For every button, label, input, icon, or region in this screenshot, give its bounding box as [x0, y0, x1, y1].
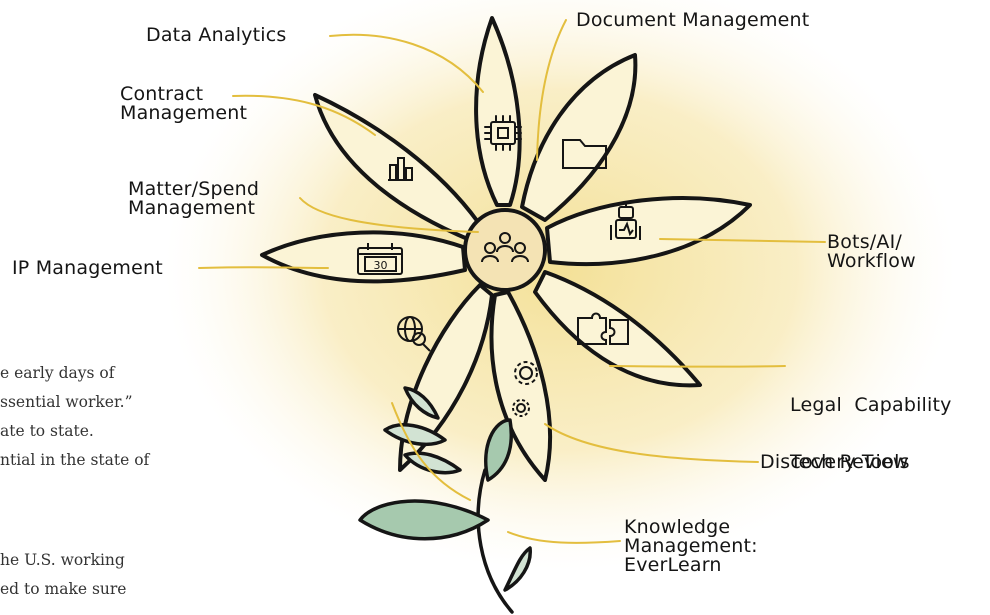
connector-bots: [659, 238, 826, 243]
label-contract-management-line-2: Management: [120, 102, 248, 124]
label-bots-line-1: Bots/AI/: [827, 231, 903, 253]
label-knowledge-line-3: EverLearn: [624, 554, 722, 576]
label-bots-line-2: Workflow: [827, 250, 916, 272]
label-data-analytics: Data Analytics: [146, 24, 287, 46]
label-legal-capability-line-2: Tech Review: [790, 451, 909, 473]
connector-lines: [198, 19, 826, 544]
label-matter-spend-line-1: Matter/Spend: [128, 178, 260, 200]
leaf-right-small: [503, 546, 532, 592]
label-ip-management: IP Management: [12, 257, 163, 279]
big-leaf: [358, 499, 490, 541]
label-document-management: Document Management: [576, 9, 810, 31]
people-icon: [481, 232, 529, 263]
body-text-line-2: ssential worker.”: [0, 393, 133, 411]
leaf-left-1: [403, 451, 462, 475]
connector-legal-capability: [609, 365, 786, 368]
body-text-line-6: he U.S. working: [0, 551, 125, 569]
label-knowledge-line-1: Knowledge: [624, 516, 731, 538]
connector-ip-management: [198, 266, 329, 269]
label-contract-management: Contract Management: [120, 85, 247, 123]
petal-discovery-tools: [489, 290, 552, 482]
label-discovery-tools: Discovery Tools: [760, 451, 910, 473]
label-bots-ai-workflow: Bots/AI/ Workflow: [827, 233, 916, 271]
body-text-line-3: ate to state.: [0, 422, 94, 440]
flower-center: [463, 208, 547, 292]
folder-icon: [562, 139, 607, 169]
petal-ip-management: [260, 230, 467, 284]
label-legal-capability-line-1: Legal Capability: [790, 394, 952, 416]
stem-and-leaves: [358, 386, 532, 614]
connector-document-management: [536, 19, 567, 161]
connector-discovery: [544, 423, 759, 463]
leaf-small-upper: [484, 418, 513, 482]
petal-document-management: [520, 53, 638, 222]
puzzle-icon: [577, 312, 629, 345]
label-legal-capability-tech-review: Legal Capability Tech Review: [790, 358, 952, 491]
calendar-day: 30: [374, 259, 388, 272]
connector-contract-management: [232, 94, 376, 136]
robot-icon: [610, 201, 641, 240]
connector-matter-spend: [299, 197, 479, 233]
leaf-left-2: [383, 423, 447, 447]
connector-data-analytics: [329, 33, 484, 93]
petal-legal-capability: [533, 270, 702, 388]
gears-icon: [512, 361, 538, 417]
body-text-line-7: ed to make sure: [0, 580, 127, 598]
stem: [476, 468, 514, 614]
body-text-line-1: e early days of: [0, 364, 115, 382]
label-matter-spend-management: Matter/Spend Management: [128, 180, 259, 218]
label-contract-management-line-1: Contract: [120, 83, 204, 105]
label-knowledge-line-2: Management:: [624, 535, 758, 557]
body-text-line-4: ntial in the state of: [0, 451, 150, 469]
chip-icon: [484, 115, 522, 151]
label-knowledge-management: Knowledge Management: EverLearn: [624, 518, 758, 575]
petal-knowledge-management: [398, 283, 494, 472]
leaf-left-3: [403, 386, 440, 420]
bar-chart-icon: [388, 157, 413, 181]
connector-knowledge: [391, 402, 621, 544]
label-matter-spend-line-2: Management: [128, 197, 256, 219]
calendar-icon: [357, 243, 403, 275]
petal-bots-ai-workflow: [545, 196, 752, 266]
petal-data-analytics: [474, 16, 522, 207]
globe-search-icon: [397, 316, 431, 352]
